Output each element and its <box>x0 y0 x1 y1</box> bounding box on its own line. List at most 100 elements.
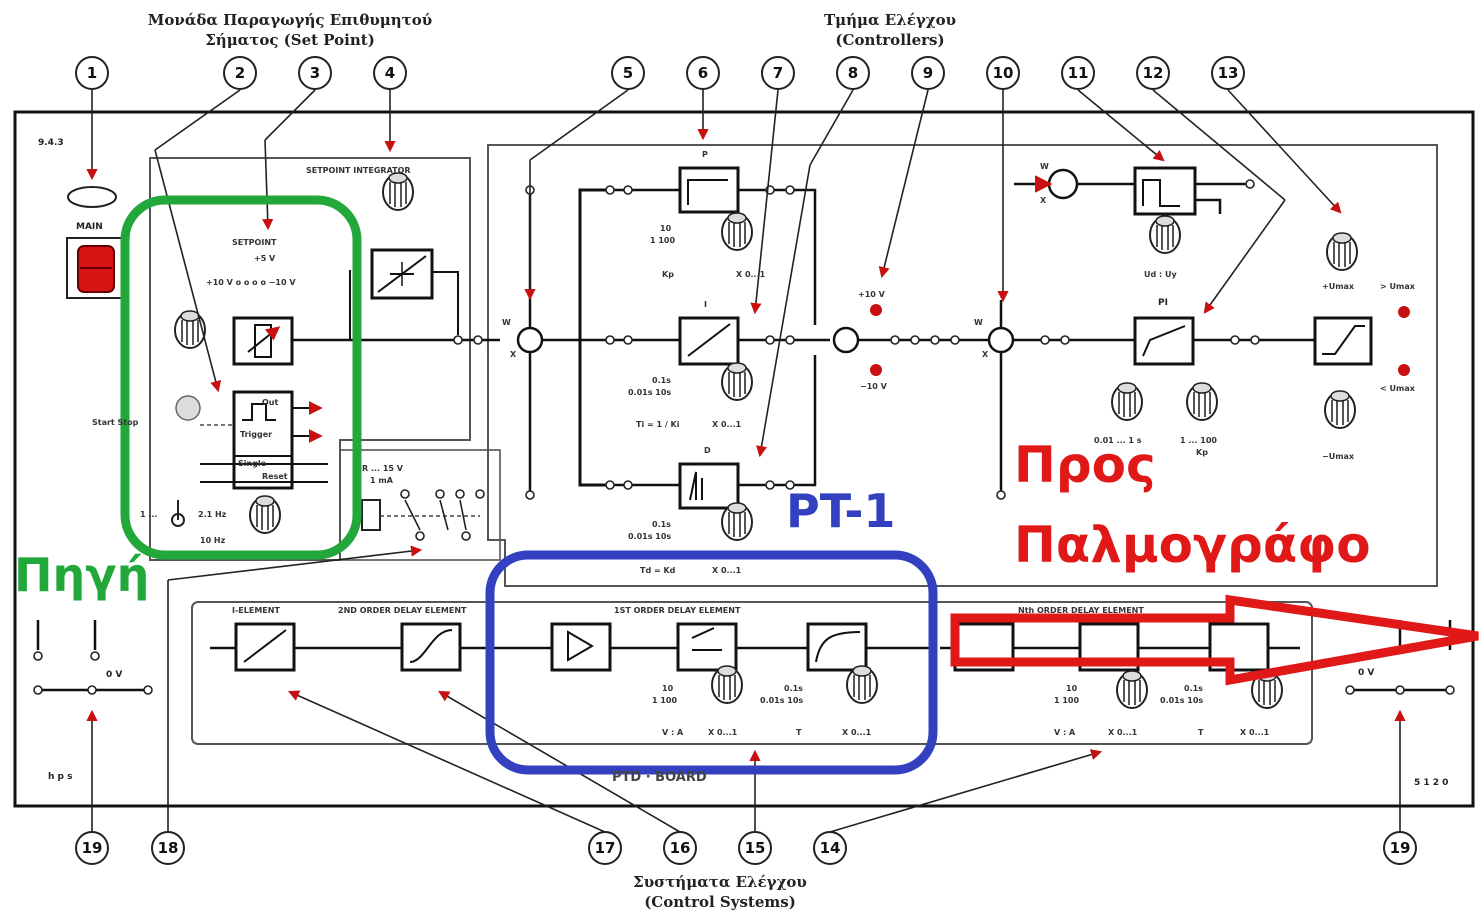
d-scale2: 0.01s 10s <box>628 532 672 541</box>
w-label-1: W <box>502 318 511 327</box>
source-highlight <box>120 195 362 560</box>
led-plus10 <box>870 304 882 316</box>
callout-18: 18 <box>151 831 185 865</box>
to-scope-arrow <box>950 594 1479 686</box>
d-scale: 0.1s <box>652 520 671 529</box>
x-label-3: X <box>982 350 989 359</box>
pt1-curve-block <box>806 622 868 672</box>
umax-plus: +Umax <box>1322 282 1355 291</box>
plus10-label: +10 V <box>858 290 885 299</box>
callout-16: 16 <box>663 831 697 865</box>
pt1-t-scale2: 0.01s 10s <box>760 696 804 705</box>
nth-order-label: Nth ORDER DELAY ELEMENT <box>1018 606 1144 615</box>
nth-t-scale2: 0.01s 10s <box>1160 696 1204 705</box>
hps-label: h p s <box>48 772 73 782</box>
source-annotation: Πηγή <box>14 548 150 602</box>
callout-2: 2 <box>223 56 257 90</box>
serial-label: 5 1 2 0 <box>1414 778 1449 788</box>
systems-header-line2: (Control Systems) <box>644 893 796 911</box>
nth-x01b: X 0...1 <box>1240 728 1270 737</box>
i-element-label: I-ELEMENT <box>232 606 280 615</box>
setpoint-header-line1: Μονάδα Παραγωγής Επιθυμητού <box>147 11 433 29</box>
callout-3: 3 <box>298 56 332 90</box>
pt1-v-scale2: 1 100 <box>652 696 678 705</box>
callout-10: 10 <box>986 56 1020 90</box>
td-label: Td = Kd <box>640 566 676 575</box>
nth-x01: X 0...1 <box>1108 728 1138 737</box>
nth-va: V : A <box>1054 728 1076 737</box>
w-label-2: W <box>1040 162 1049 171</box>
callout-1: 1 <box>75 56 109 90</box>
pt1-annotation: PT-1 <box>786 484 896 538</box>
pt1-x01b: X 0...1 <box>842 728 872 737</box>
systems-header-line1: Συστήματα Ελέγχου <box>633 873 807 891</box>
nth-v-scale: 10 <box>1066 684 1078 693</box>
nth-t-scale: 0.1s <box>1184 684 1203 693</box>
i-x01: X 0...1 <box>712 420 742 429</box>
pi-label: PI <box>1158 298 1168 308</box>
d-label: D <box>704 446 711 455</box>
controllers-section-frame <box>487 144 1438 587</box>
kp-label: Kp <box>662 270 674 279</box>
reset-label: Reset <box>262 472 288 481</box>
freq-bottom-label: 10 Hz <box>200 536 226 545</box>
callout-9: 9 <box>911 56 945 90</box>
p-scale: 10 <box>660 224 672 233</box>
callout-17: 17 <box>588 831 622 865</box>
udi-label: Ud : Uy <box>1144 270 1177 279</box>
p-label: P <box>702 150 708 159</box>
relay-frame <box>339 449 501 561</box>
second-order-block <box>400 622 462 672</box>
to-scope-annotation-line2: Παλμογράφο <box>1014 516 1371 574</box>
w-label-3: W <box>974 318 983 327</box>
callout-11: 11 <box>1061 56 1095 90</box>
setpoint-label: SETPOINT <box>232 238 277 247</box>
callout-12: 12 <box>1136 56 1170 90</box>
callout-19: 19 <box>75 831 109 865</box>
callout-6: 6 <box>686 56 720 90</box>
pt1-v-scale: 10 <box>662 684 674 693</box>
panel-outer-frame <box>13 110 1475 808</box>
controllers-header-line1: Τμήμα Ελέγχου <box>823 11 957 29</box>
i-scale2: 0.01s 10s <box>628 388 672 397</box>
board-label: PTD · BOARD <box>612 770 707 785</box>
pt1-va: V : A <box>662 728 684 737</box>
out-label: Out <box>262 398 279 407</box>
relay-label: R ... 15 V <box>362 464 403 473</box>
callout-4: 4 <box>373 56 407 90</box>
i-label: I <box>704 300 707 309</box>
pt1-highlight <box>485 550 938 775</box>
callout-14: 14 <box>813 831 847 865</box>
second-order-label: 2ND ORDER DELAY ELEMENT <box>338 606 467 615</box>
callout-leaders <box>86 89 1406 833</box>
pi-kp-unit: Kp <box>1196 448 1208 457</box>
setpoint-header: Μονάδα Παραγωγής Επιθυμητού Σήματος (Set… <box>100 10 480 50</box>
x-label-2: X <box>1040 196 1047 205</box>
controllers-header: Τμήμα Ελέγχου (Controllers) <box>780 10 1000 50</box>
callout-15: 15 <box>738 831 772 865</box>
freq-right-label: 2.1 Hz <box>198 510 227 519</box>
callout-19: 19 <box>1383 831 1417 865</box>
summing-point-1 <box>516 326 544 354</box>
x-label-1: X <box>510 350 517 359</box>
zero-v-left: 0 V <box>106 670 123 680</box>
first-order-label: 1ST ORDER DELAY ELEMENT <box>614 606 741 615</box>
start-stop-label: Start Stop <box>92 418 139 427</box>
setpoint-range: +10 V o o o o −10 V <box>206 278 296 287</box>
p-scale2: 1 100 <box>650 236 676 245</box>
callout-7: 7 <box>761 56 795 90</box>
led-minus10 <box>870 364 882 376</box>
callout-5: 5 <box>611 56 645 90</box>
umax-gt: > Umax <box>1380 282 1415 291</box>
summing-point-2 <box>832 326 860 354</box>
nth-t: T <box>1198 728 1204 737</box>
setpoint-header-line2: Σήματος (Set Point) <box>205 31 375 49</box>
ti-label: Ti = 1 / Ki <box>636 420 680 429</box>
freq-left-label: 1 ... <box>140 510 158 519</box>
pt1-t: T <box>796 728 802 737</box>
systems-header: Συστήματα Ελέγχου (Control Systems) <box>580 872 860 912</box>
pt1-x01: X 0...1 <box>708 728 738 737</box>
i-scale: 0.1s <box>652 376 671 385</box>
relay-current: 1 mA <box>370 476 393 485</box>
trigger-label: Trigger <box>240 430 273 439</box>
